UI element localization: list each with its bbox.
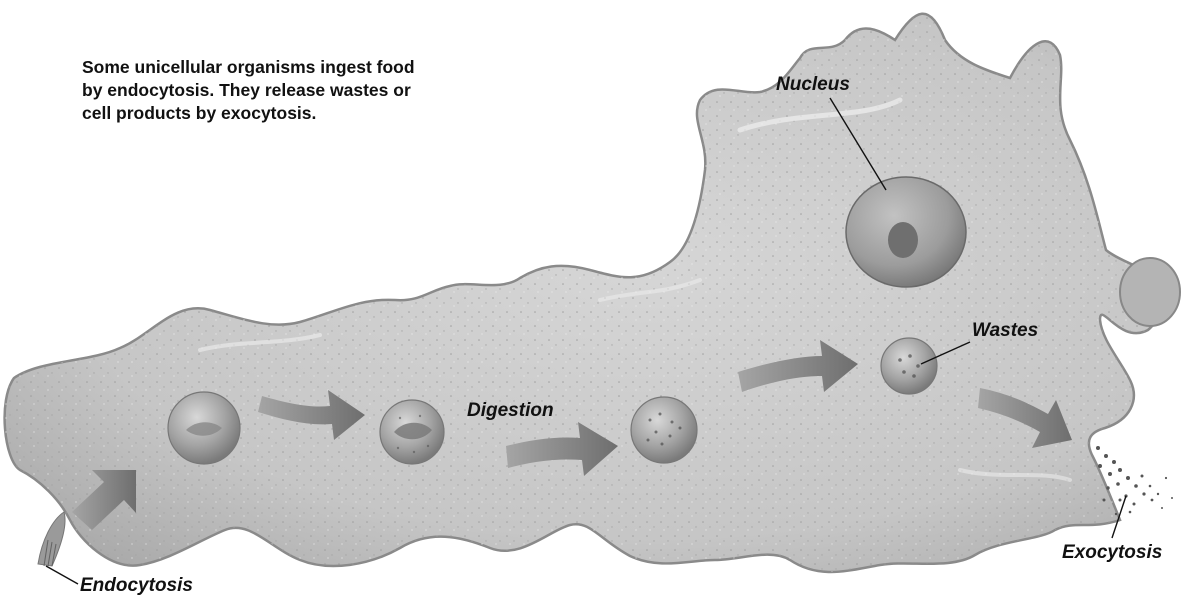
nucleus — [846, 177, 966, 287]
nucleolus — [888, 222, 918, 258]
digestion-vacuole — [631, 397, 697, 463]
intro-caption: Some unicellular organisms ingest food b… — [82, 56, 502, 125]
caption-line-2: by endocytosis. They release wastes or — [82, 79, 502, 102]
wastes-label: Wastes — [972, 320, 1038, 342]
exocytosis-label: Exocytosis — [1062, 542, 1162, 564]
endocytosis-leader — [46, 566, 78, 584]
digestion-label: Digestion — [467, 400, 554, 422]
waste-vacuole — [881, 338, 937, 394]
caption-line-1: Some unicellular organisms ingest food — [82, 56, 502, 79]
caption-line-3: cell products by exocytosis. — [82, 102, 502, 125]
endocytosis-label: Endocytosis — [80, 575, 193, 597]
endocytosis-site — [38, 512, 65, 566]
nucleus-label: Nucleus — [776, 74, 850, 96]
